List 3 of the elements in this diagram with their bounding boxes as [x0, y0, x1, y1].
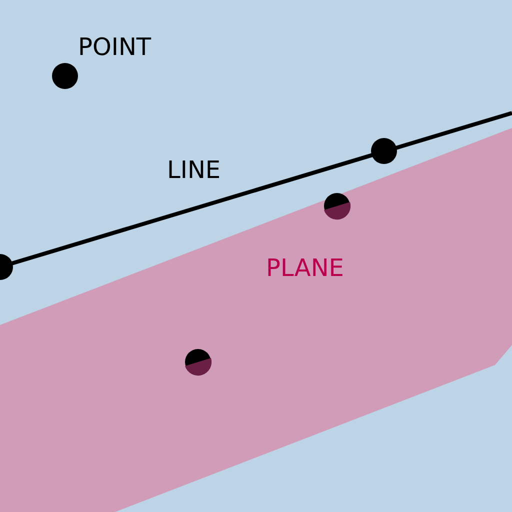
- point-label: POINT: [78, 35, 152, 59]
- line-label: LINE: [167, 158, 221, 182]
- plane-label: PLANE: [266, 256, 344, 280]
